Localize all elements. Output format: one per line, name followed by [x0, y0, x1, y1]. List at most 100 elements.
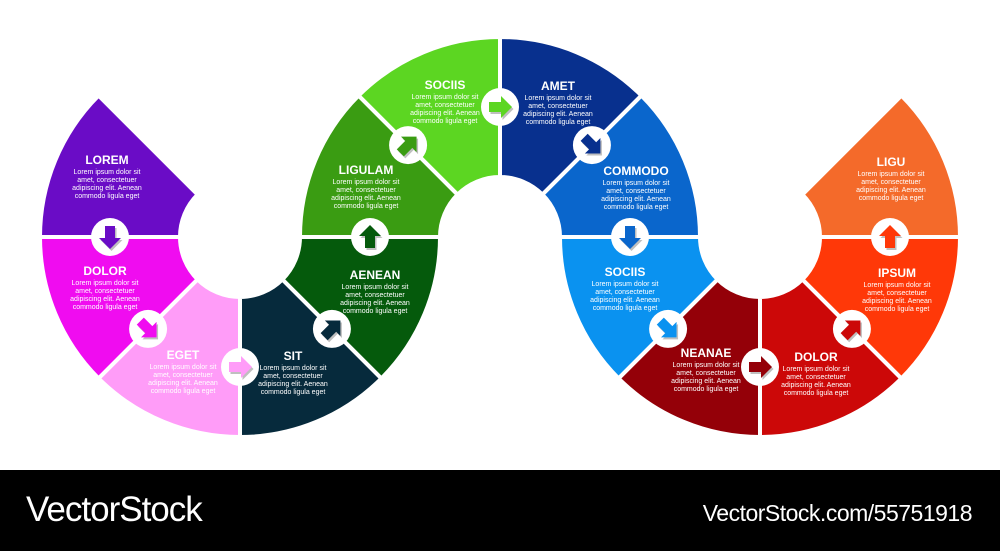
- segment-title: LOREM: [85, 153, 128, 167]
- arrow-icon: [91, 218, 129, 256]
- arrow-shape: [749, 356, 772, 378]
- segment-ligulam: [298, 93, 460, 239]
- segment-ligu: [800, 93, 962, 239]
- segment-body-line: Lorem ipsum dolor sit: [333, 179, 400, 186]
- segment-dolor: [38, 235, 200, 381]
- segment-body-line: adipiscing elit. Aenean: [523, 111, 593, 118]
- segment-body-line: Lorem ipsum dolor sit: [72, 280, 139, 287]
- segment-body-line: Lorem ipsum dolor sit: [603, 180, 670, 187]
- arrow-icon: [312, 309, 351, 348]
- segment-sociis: [558, 235, 720, 381]
- segment-body-line: adipiscing elit. Aenean: [258, 381, 328, 388]
- arrow-shape: [840, 320, 861, 341]
- arrow-icon: [871, 218, 909, 256]
- segment-body-line: commodo ligula eget: [593, 305, 658, 312]
- segment-body-line: commodo ligula eget: [261, 389, 326, 396]
- segment-body-line: adipiscing elit. Aenean: [590, 297, 660, 304]
- segment-title: SIT: [284, 349, 303, 363]
- segment-title: AENEAN: [350, 268, 401, 282]
- segment-body-line: Lorem ipsum dolor sit: [412, 94, 479, 101]
- arrow-shape: [99, 226, 121, 249]
- segment-body-line: Lorem ipsum dolor sit: [525, 95, 592, 102]
- segment-sociis: [356, 35, 502, 197]
- segment-title: IPSUM: [878, 266, 916, 280]
- segment-body-line: amet, consectetuer: [153, 372, 213, 379]
- arrow-shape: [396, 136, 417, 157]
- segment-body-line: adipiscing elit. Aenean: [410, 110, 480, 117]
- segment-body-line: amet, consectetuer: [867, 290, 927, 297]
- segment-neanae: [616, 277, 762, 439]
- arrow-shape: [580, 133, 601, 154]
- segment-body-line: commodo ligula eget: [73, 304, 138, 311]
- segment-body-line: commodo ligula eget: [413, 118, 478, 125]
- segment-aenean: [280, 235, 442, 381]
- segment-body-line: amet, consectetuer: [415, 102, 475, 109]
- segment-body-line: adipiscing elit. Aenean: [781, 382, 851, 389]
- arrow-icon: [832, 309, 871, 348]
- segment-body-line: amet, consectetuer: [595, 289, 655, 296]
- segment-commodo: [540, 93, 702, 239]
- segment-body-line: commodo ligula eget: [526, 119, 591, 126]
- segment-body-line: adipiscing elit. Aenean: [671, 378, 741, 385]
- arrow-shape: [879, 225, 901, 248]
- segment-body-line: Lorem ipsum dolor sit: [858, 171, 925, 178]
- arrow-icon: [649, 309, 688, 348]
- segment-body-line: Lorem ipsum dolor sit: [260, 365, 327, 372]
- segment-sit: [238, 277, 384, 439]
- arrow-icon: [221, 348, 259, 386]
- segment-title: AMET: [541, 79, 576, 93]
- segment-ipsum: [800, 235, 962, 381]
- arrow-icon: [351, 218, 389, 256]
- arrow-shape: [489, 96, 512, 118]
- segment-body-line: adipiscing elit. Aenean: [856, 187, 926, 194]
- arrow-icon: [741, 348, 779, 386]
- segment-body-line: Lorem ipsum dolor sit: [673, 362, 740, 369]
- segment-body-line: Lorem ipsum dolor sit: [74, 169, 141, 176]
- segment-body-line: adipiscing elit. Aenean: [70, 296, 140, 303]
- footer-bar: VectorStock VectorStock.com/55751918: [0, 470, 1000, 551]
- segment-title: NEANAE: [681, 346, 732, 360]
- segment-body-line: amet, consectetuer: [263, 373, 323, 380]
- segment-body-line: commodo ligula eget: [859, 195, 924, 202]
- segment-title: LIGULAM: [339, 163, 394, 177]
- arrow-shape: [229, 356, 252, 378]
- arrow-shape: [359, 225, 381, 248]
- segment-title: DOLOR: [794, 350, 838, 364]
- arrow-icon: [481, 88, 519, 126]
- segment-body-line: amet, consectetuer: [861, 179, 921, 186]
- arrow-shape: [136, 317, 157, 338]
- segment-body-line: commodo ligula eget: [151, 388, 216, 395]
- segment-title: SOCIIS: [605, 265, 646, 279]
- image-url: VectorStock.com/55751918: [702, 500, 973, 526]
- segment-title: COMMODO: [603, 164, 668, 178]
- segment-body-line: Lorem ipsum dolor sit: [342, 284, 409, 291]
- arrow-shape: [619, 226, 641, 249]
- segment-lorem: [38, 93, 200, 239]
- arrow-shape: [656, 317, 677, 338]
- segment-body-line: amet, consectetuer: [75, 288, 135, 295]
- segment-body-line: commodo ligula eget: [674, 386, 739, 393]
- segment-amet: [498, 35, 644, 197]
- arrow-shape: [320, 320, 341, 341]
- segment-body-line: amet, consectetuer: [336, 187, 396, 194]
- segment-body-line: adipiscing elit. Aenean: [601, 196, 671, 203]
- segment-body-line: commodo ligula eget: [865, 306, 930, 313]
- segment-dolor: [758, 277, 904, 439]
- segment-title: DOLOR: [83, 264, 127, 278]
- segment-body-line: adipiscing elit. Aenean: [340, 300, 410, 307]
- segment-eget: [96, 277, 242, 439]
- segment-body-line: amet, consectetuer: [345, 292, 405, 299]
- segment-body-line: commodo ligula eget: [343, 308, 408, 315]
- segment-body-line: amet, consectetuer: [77, 177, 137, 184]
- segment-body-line: adipiscing elit. Aenean: [331, 195, 401, 202]
- arrow-icon: [611, 218, 649, 256]
- arrow-icon: [572, 126, 611, 165]
- segment-body-line: Lorem ipsum dolor sit: [150, 364, 217, 371]
- segment-body-line: commodo ligula eget: [604, 204, 669, 211]
- segment-body-line: adipiscing elit. Aenean: [862, 298, 932, 305]
- segment-title: EGET: [167, 348, 200, 362]
- segment-body-line: adipiscing elit. Aenean: [72, 185, 142, 192]
- segment-body-line: amet, consectetuer: [676, 370, 736, 377]
- segment-body-line: Lorem ipsum dolor sit: [783, 366, 850, 373]
